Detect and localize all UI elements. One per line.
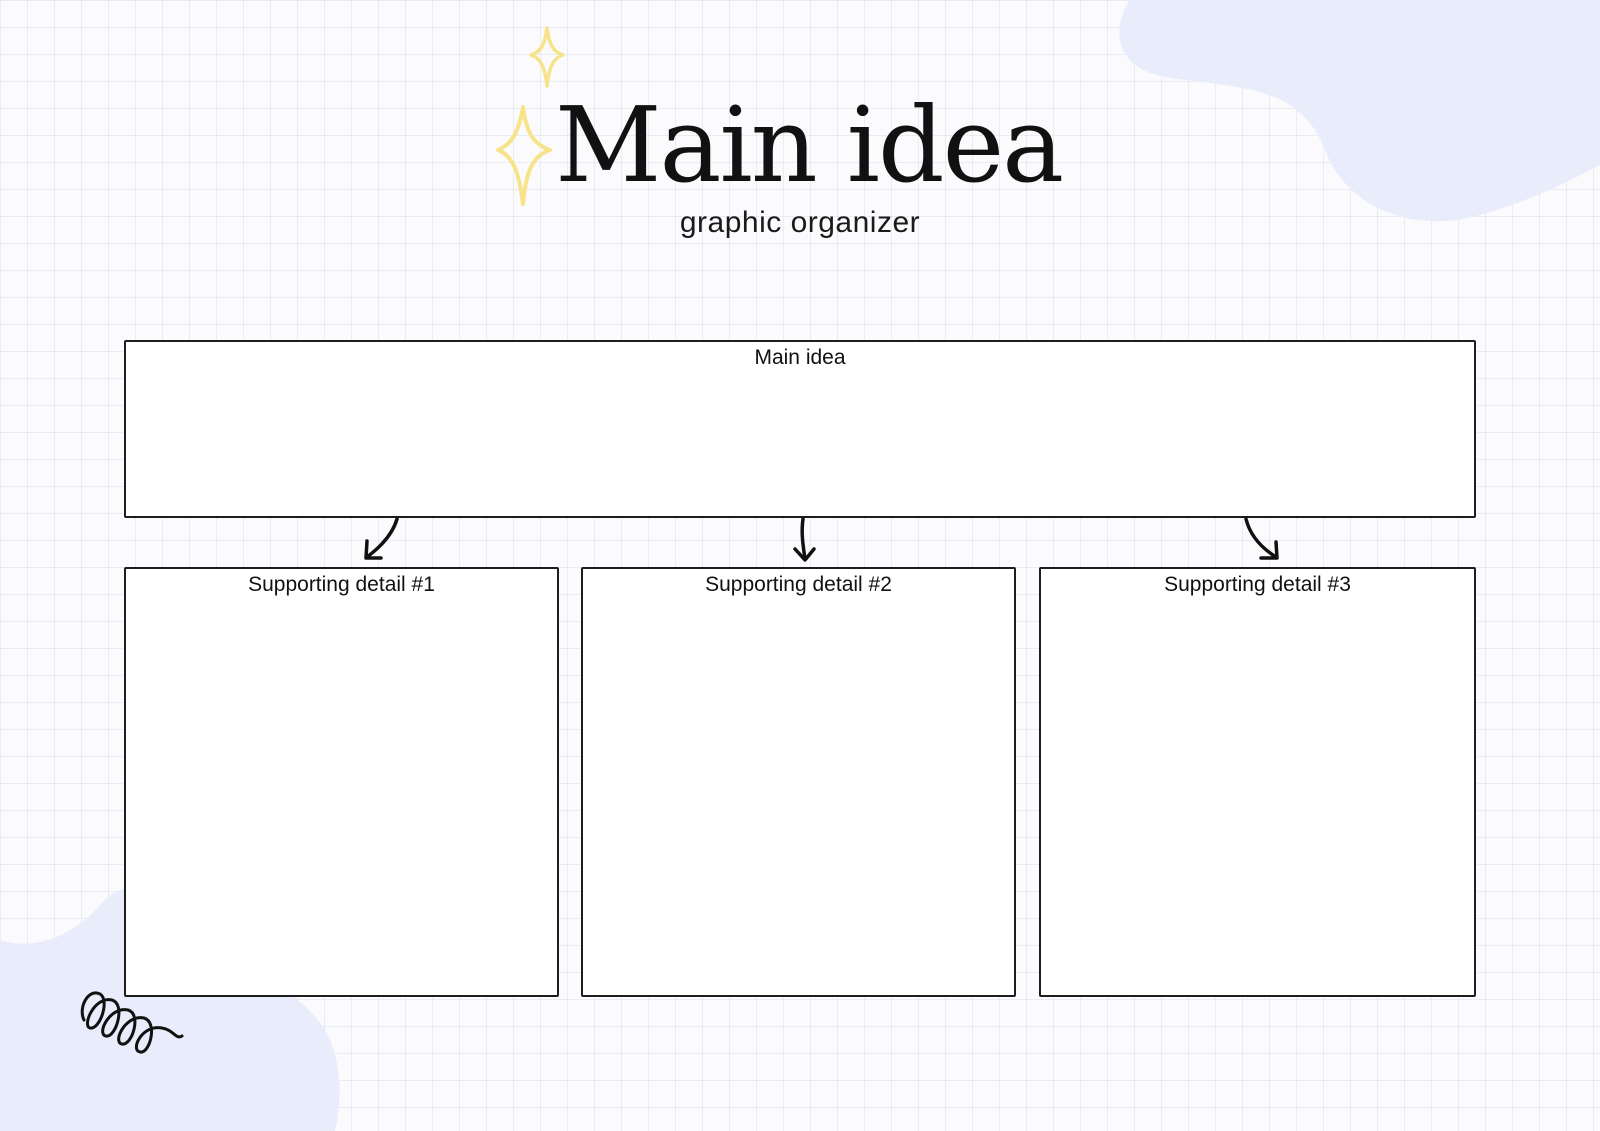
supporting-detail-box-2[interactable]: Supporting detail #2 bbox=[581, 567, 1016, 997]
arrow-icon-to-detail-2 bbox=[793, 517, 816, 562]
supporting-detail-label-1: Supporting detail #1 bbox=[248, 573, 435, 596]
page-subtitle: graphic organizer bbox=[679, 206, 921, 239]
arrow-icon-to-detail-3 bbox=[1244, 517, 1279, 560]
page-title: Main idea bbox=[555, 84, 1064, 206]
main-idea-label: Main idea bbox=[754, 346, 846, 369]
swirl-doodle-icon bbox=[80, 991, 184, 1054]
supporting-detail-box-1[interactable]: Supporting detail #1 bbox=[124, 567, 559, 997]
supporting-detail-label-2: Supporting detail #2 bbox=[705, 573, 892, 596]
supporting-detail-label-3: Supporting detail #3 bbox=[1164, 573, 1351, 596]
supporting-detail-box-3[interactable]: Supporting detail #3 bbox=[1039, 567, 1476, 997]
sparkle-icon-small bbox=[529, 26, 565, 88]
sparkle-icon-large bbox=[496, 105, 552, 206]
arrow-icon-to-detail-1 bbox=[364, 517, 399, 560]
main-idea-box[interactable]: Main idea bbox=[124, 340, 1476, 518]
